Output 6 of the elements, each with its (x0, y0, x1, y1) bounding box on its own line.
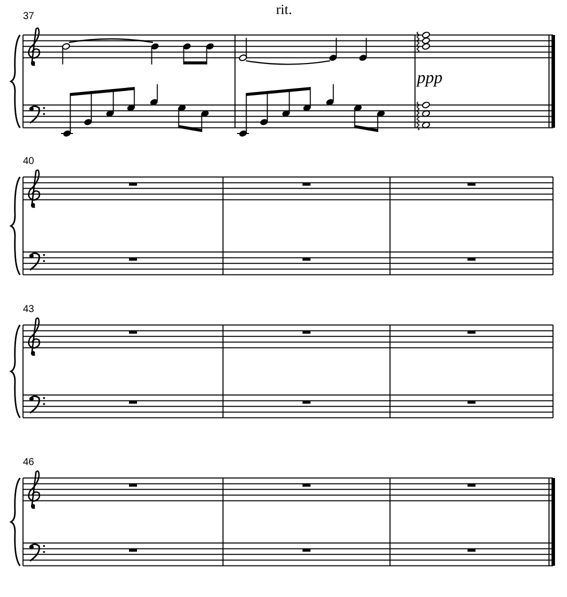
measure-number: 37 (23, 12, 34, 22)
dynamic-marking: ppp (417, 69, 442, 86)
measure-number: 40 (23, 157, 34, 167)
measure-number: 43 (23, 305, 34, 315)
tempo-marking: rit. (276, 4, 292, 18)
measure-number: 46 (23, 458, 34, 468)
